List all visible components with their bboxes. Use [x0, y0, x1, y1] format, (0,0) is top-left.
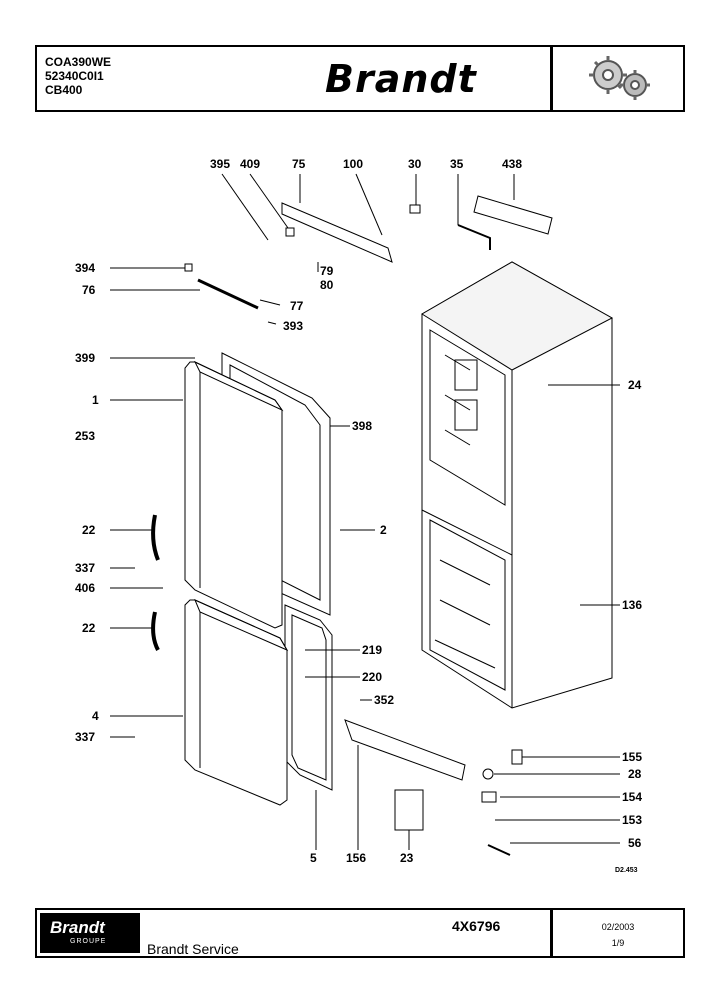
footer-logo: Brandt GROUPE [40, 913, 140, 953]
part-label-219: 219 [362, 643, 382, 657]
part-label-337: 337 [75, 561, 95, 575]
part-label-394: 394 [75, 261, 95, 275]
page-number: 1/9 [611, 938, 625, 948]
part-label-399: 399 [75, 351, 95, 365]
footer-logo-sub: GROUPE [70, 938, 107, 945]
control-panel-drawing [281, 202, 393, 263]
small-part-drawing [184, 263, 193, 272]
part-label-438: 438 [502, 157, 522, 171]
diagram-artwork [110, 173, 620, 856]
part-label-76: 76 [82, 283, 96, 297]
lower-door-gasket-drawing [284, 604, 333, 791]
part-label-77: 77 [290, 299, 304, 313]
service-name: Brandt Service [147, 941, 239, 957]
plinth-drawing [344, 719, 466, 781]
part-label-398: 398 [352, 419, 372, 433]
foot-drawing [511, 749, 523, 765]
part-label-393: 393 [283, 319, 303, 333]
date-page-box: 02/2003 1/9 [550, 910, 683, 956]
part-label-395: 395 [210, 157, 230, 171]
knob-drawing [285, 227, 295, 237]
part-label-2: 2 [380, 523, 387, 537]
part-label-30: 30 [408, 157, 422, 171]
hinge-drawing [481, 791, 497, 803]
drawing-reference: D2.453 [615, 867, 638, 874]
rod-drawing [457, 224, 491, 250]
upper-door-drawing [184, 360, 284, 629]
part-label-22-lower: 22 [82, 621, 96, 635]
part-labels: 395 409 75 100 30 35 438 394 76 79 80 77… [75, 157, 642, 874]
bushing-drawing [482, 768, 494, 780]
part-label-28: 28 [628, 767, 642, 781]
gears-icon [589, 56, 650, 100]
part-label-56: 56 [628, 836, 642, 850]
footer-box: Brandt GROUPE Brandt Service 4X6796 02/2… [35, 908, 685, 958]
part-label-79: 79 [320, 264, 334, 278]
thermostat-drawing [409, 204, 421, 214]
part-label-1: 1 [92, 393, 99, 407]
document-date: 02/2003 [601, 922, 635, 932]
part-label-23: 23 [400, 851, 414, 865]
part-label-409: 409 [240, 157, 260, 171]
footer-logo-text: Brandt [50, 918, 105, 937]
brand-title: Brandt [325, 57, 477, 101]
model-list: COA390WE 52340C0I1 CB400 [45, 55, 111, 97]
header-box: COA390WE 52340C0I1 CB400 Brandt [35, 45, 685, 112]
lower-door-drawing [184, 599, 289, 806]
part-label-253: 253 [75, 429, 95, 443]
part-label-80: 80 [320, 278, 334, 292]
part-label-4: 4 [92, 709, 99, 723]
part-label-155: 155 [622, 750, 642, 764]
part-label-352: 352 [374, 693, 394, 707]
model-line: CB400 [45, 83, 83, 97]
part-label-156: 156 [346, 851, 366, 865]
part-label-22: 22 [82, 523, 96, 537]
part-label-24: 24 [628, 378, 642, 392]
part-label-337-lower: 337 [75, 730, 95, 744]
part-label-220: 220 [362, 670, 382, 684]
part-label-5: 5 [310, 851, 317, 865]
part-label-75: 75 [292, 157, 306, 171]
part-label-35: 35 [450, 157, 464, 171]
bracket-drawing [473, 195, 553, 235]
lower-handle-drawing [151, 611, 160, 651]
model-line: COA390WE [45, 55, 112, 69]
part-label-406: 406 [75, 581, 95, 595]
model-line: 52340C0I1 [45, 69, 104, 83]
part-label-153: 153 [622, 813, 642, 827]
upper-handle-drawing [151, 514, 160, 561]
document-code: 4X6796 [452, 918, 501, 934]
cabinet-drawing [421, 261, 614, 709]
strip-drawing [197, 278, 259, 310]
leader-lines [110, 173, 620, 850]
part-label-154: 154 [622, 790, 642, 804]
hinge-pin-drawing [487, 844, 511, 856]
part-label-136: 136 [622, 598, 642, 612]
label-sticker-drawing [394, 789, 424, 831]
part-label-100: 100 [343, 157, 363, 171]
gears-logo-box [550, 47, 683, 110]
